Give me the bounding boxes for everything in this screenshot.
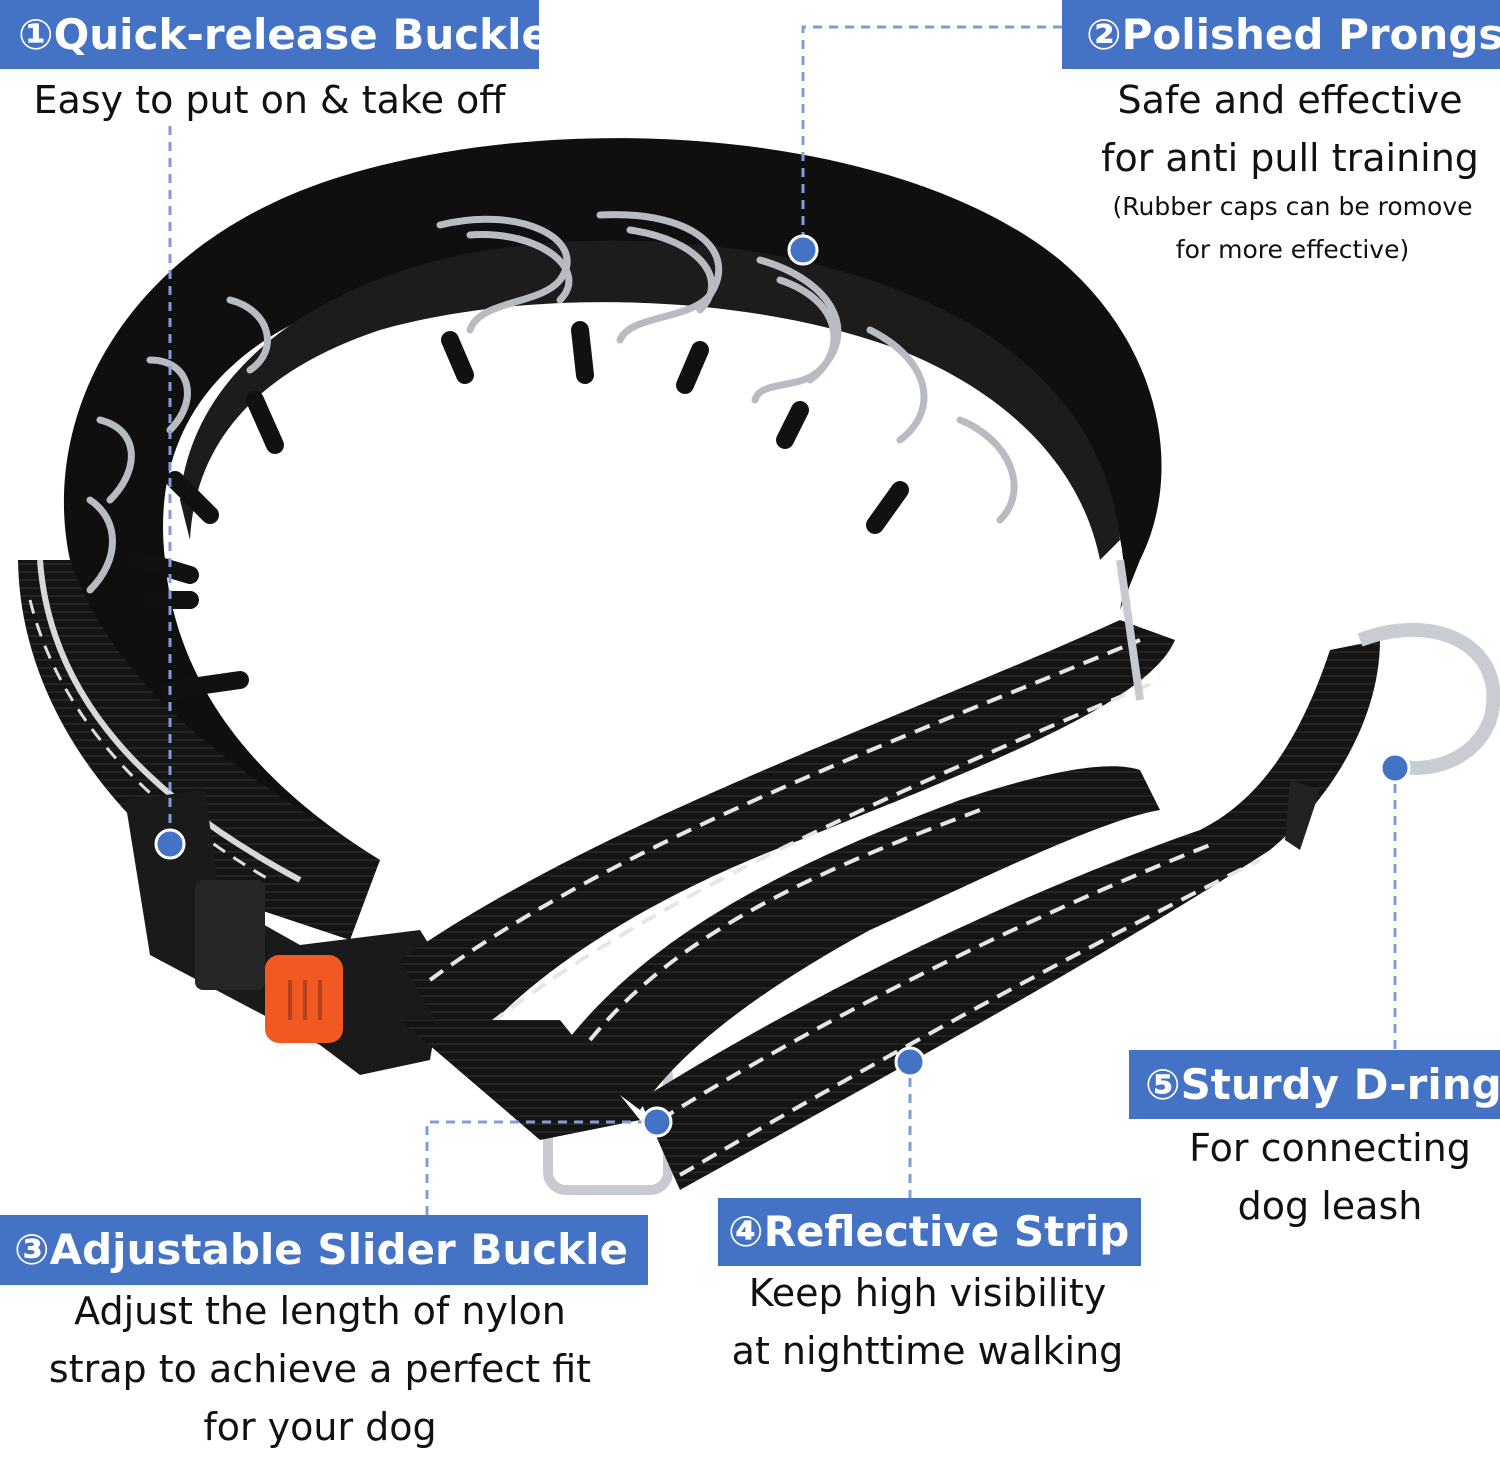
- callout-3-number: ③: [14, 1225, 50, 1274]
- callout-dot-icon: [787, 234, 819, 266]
- callout-5-badge: ⑤ Sturdy D-ring: [1129, 1050, 1500, 1119]
- collar-band: [18, 138, 1162, 940]
- marker-dots: [154, 234, 1411, 1138]
- callout-4-badge: ④ Reflective Strip: [718, 1198, 1141, 1266]
- nylon-straps: [400, 559, 1380, 1190]
- callout-dot-icon: [641, 1106, 673, 1138]
- callout-4-description: Keep high visibility at nighttime walkin…: [731, 1271, 1124, 1373]
- callout-2-description: Safe and effective for anti pull trainin…: [1101, 78, 1479, 180]
- callout-2-number: ②: [1086, 9, 1122, 59]
- d-ring-shape: [1285, 623, 1500, 850]
- callout-3-title: Adjustable Slider Buckle: [49, 1225, 628, 1274]
- callout-dot-icon: [894, 1046, 926, 1078]
- quick-release-buckle-shape: [125, 790, 445, 1075]
- callout-5-number: ⑤: [1145, 1059, 1181, 1109]
- callout-4-number: ④: [728, 1207, 764, 1256]
- callout-1-title: Quick-release Buckle: [53, 9, 550, 59]
- callout-5-title: Sturdy D-ring: [1180, 1059, 1500, 1109]
- callout-3-badge: ③ Adjustable Slider Buckle: [0, 1215, 648, 1285]
- callout-2-note: (Rubber caps can be romove for more effe…: [1112, 192, 1473, 264]
- leader-lines: [168, 25, 1397, 1215]
- prong-links: [86, 211, 1018, 699]
- callout-dot-icon: [154, 828, 186, 860]
- callout-dot-icon: [1379, 752, 1411, 784]
- callout-3-description: Adjust the length of nylon strap to achi…: [48, 1289, 592, 1449]
- callout-1-badge: ① Quick-release Buckle: [0, 0, 550, 69]
- callout-1-number: ①: [18, 9, 54, 59]
- callout-2-title: Polished Prongs: [1121, 9, 1500, 59]
- callout-5-description: For connecting dog leash: [1189, 1126, 1471, 1228]
- callout-2-badge: ② Polished Prongs: [1062, 0, 1500, 69]
- callout-1-description: Easy to put on & take off: [33, 78, 506, 122]
- callout-4-title: Reflective Strip: [763, 1207, 1130, 1256]
